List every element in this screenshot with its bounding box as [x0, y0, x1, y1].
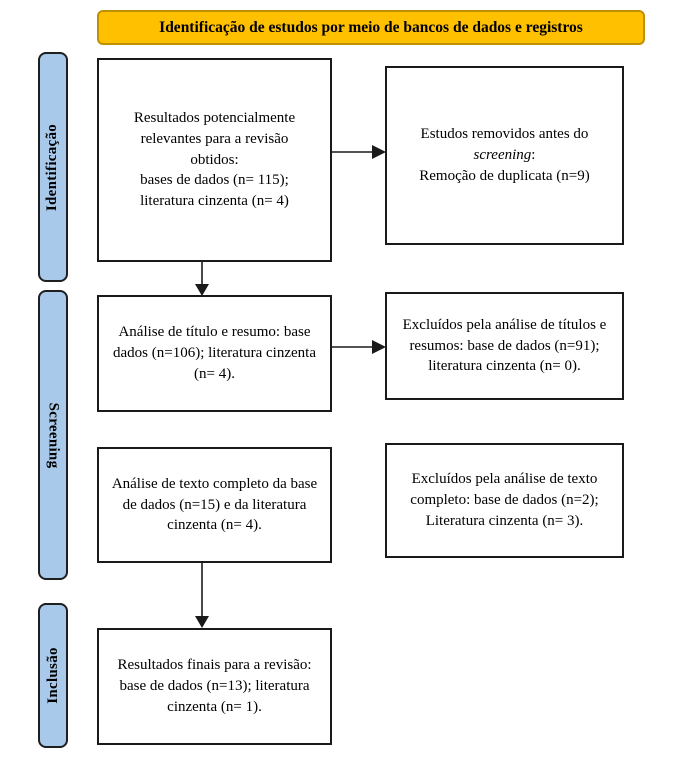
removed-text-italic-word: screening	[473, 147, 532, 164]
box-title-abstract-analysis-text: Análise de título e resumo: base dados (…	[113, 324, 316, 382]
stage-label-screening: Screening	[38, 290, 68, 580]
stage-label-inclusion: Inclusão	[38, 603, 68, 748]
header-title: Identificação de estudos por meio de ban…	[159, 18, 583, 36]
stage-label-identification: Identificação	[38, 52, 68, 282]
box-potential-results-text: Resultados potencialmente relevantes par…	[133, 110, 296, 210]
box-full-text-analysis: Análise de texto completo da base de dad…	[97, 447, 332, 563]
stage-label-screening-text: Screening	[45, 402, 62, 468]
box-title-abstract-analysis: Análise de título e resumo: base dados (…	[97, 295, 332, 412]
box-removed-before-screening: Estudos removidos antes do screening: Re…	[385, 66, 624, 245]
stage-label-identification-text: Identificação	[44, 123, 61, 211]
stage-label-inclusion-text: Inclusão	[44, 647, 61, 704]
removed-text-part2: : Remoção de duplicata (n=9)	[419, 147, 590, 184]
arrow-potential-to-title-abstract	[195, 262, 209, 296]
box-excluded-title-abstract: Excluídos pela análise de títulos e resu…	[385, 292, 624, 400]
box-full-text-analysis-text: Análise de texto completo da base de dad…	[111, 475, 318, 534]
box-excluded-title-abstract-text: Excluídos pela análise de títulos e resu…	[402, 316, 607, 375]
arrow-title-abstract-to-excluded	[332, 340, 386, 354]
box-excluded-full-text: Excluídos pela análise de texto completo…	[385, 443, 624, 558]
box-final-results: Resultados finais para a revisão: base d…	[97, 628, 332, 745]
header-banner: Identificação de estudos por meio de ban…	[97, 10, 645, 45]
box-potential-results: Resultados potencialmente relevantes par…	[97, 58, 332, 262]
box-final-results-text: Resultados finais para a revisão: base d…	[117, 657, 312, 715]
removed-text-part1: Estudos removidos antes do	[420, 126, 589, 143]
box-removed-before-screening-text: Estudos removidos antes do screening: Re…	[419, 124, 589, 186]
arrow-full-text-to-final	[195, 563, 209, 628]
box-excluded-full-text-text: Excluídos pela análise de texto completo…	[410, 471, 599, 529]
arrow-potential-to-removed	[332, 145, 386, 159]
